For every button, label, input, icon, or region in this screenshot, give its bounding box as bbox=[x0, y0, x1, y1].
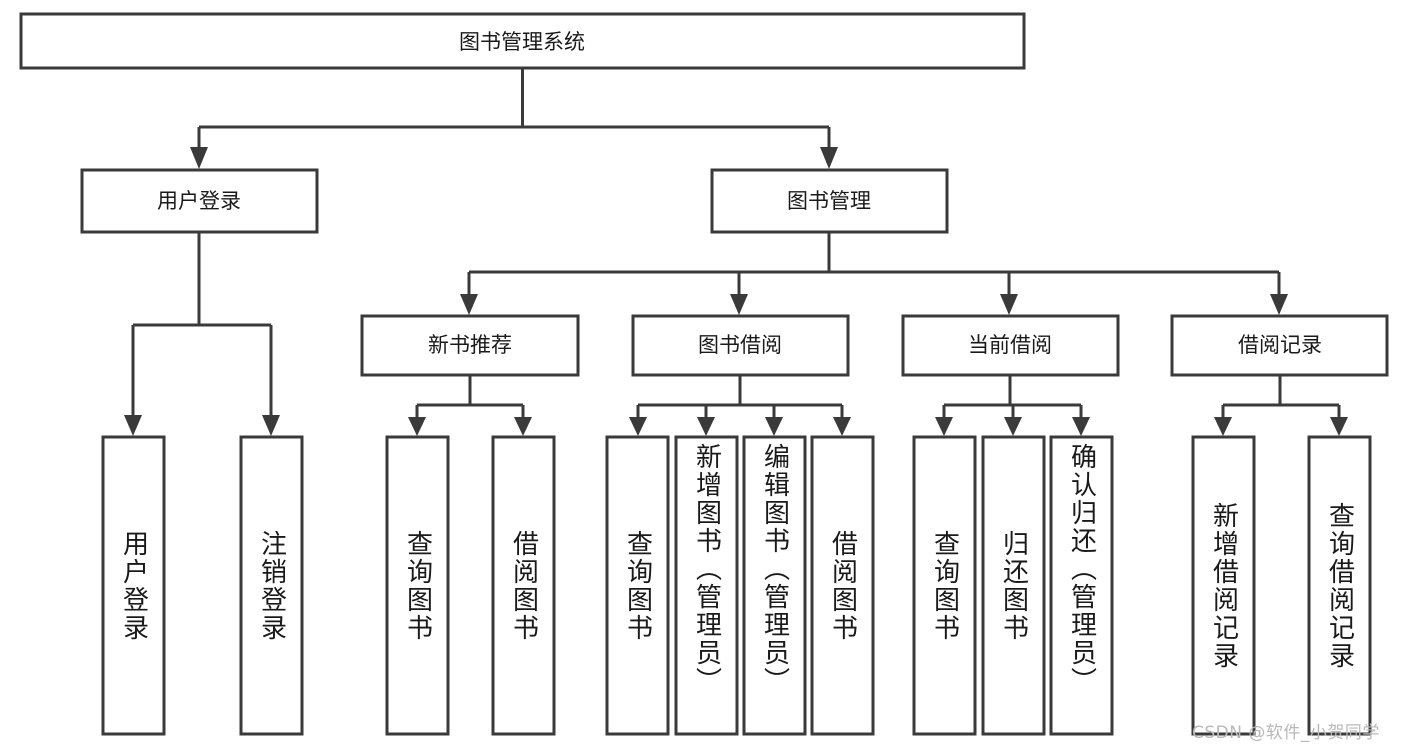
arrow-head-new-book-recommend bbox=[460, 294, 478, 315]
connector-group-book-mgmt-to-level3 bbox=[460, 232, 1288, 315]
connector-group-book-borrow-to-leaves bbox=[629, 375, 851, 436]
arrow-head-leaf-query-book-1 bbox=[408, 417, 426, 436]
arrow-head-current-borrow bbox=[1000, 294, 1018, 315]
leaf-group-borrow-record bbox=[1191, 435, 1372, 736]
connector-group-current-borrow-to-leaves bbox=[935, 375, 1090, 436]
node-box-user-login[interactable] bbox=[80, 168, 319, 234]
leaf-box-user-login[interactable] bbox=[101, 435, 166, 736]
connector-group-new-book-to-leaves bbox=[408, 375, 532, 436]
arrow-head-leaf-return-book bbox=[1004, 417, 1022, 436]
node-box-book-borrow[interactable] bbox=[631, 314, 850, 377]
arrow-head-leaf-query-record bbox=[1330, 417, 1348, 436]
leaf-group-current-borrow bbox=[912, 435, 1114, 736]
arrow-head-leaf-add-book bbox=[697, 417, 715, 436]
node-new-book-recommend[interactable]: 新书推荐 bbox=[360, 314, 580, 377]
node-label-new-book-recommend: 新书推荐 bbox=[428, 333, 512, 357]
node-borrow-record[interactable]: 借阅记录 bbox=[1170, 314, 1389, 377]
node-book-borrow[interactable]: 图书借阅 bbox=[631, 314, 850, 377]
node-label-book-management: 图书管理 bbox=[787, 189, 871, 213]
node-label-root: 图书管理系统 bbox=[459, 30, 585, 54]
arrow-head-leaf-query-book-2 bbox=[629, 417, 647, 436]
leaf-box-logout[interactable] bbox=[239, 435, 304, 736]
arrow-head-leaf-query-book-3 bbox=[935, 417, 953, 436]
arrow-head-leaf-borrow-book-2 bbox=[833, 417, 851, 436]
arrow-head-leaf-confirm-return bbox=[1072, 417, 1090, 436]
arrow-head-book-borrow bbox=[730, 294, 748, 315]
leaf-group-user-login bbox=[101, 435, 304, 736]
connector-group-borrow-record-to-leaves bbox=[1214, 375, 1348, 436]
node-box-book-management[interactable] bbox=[710, 168, 949, 234]
leaf-box-query-book-1[interactable] bbox=[385, 435, 450, 736]
leaf-group-book-borrow bbox=[605, 435, 875, 736]
node-current-borrow[interactable]: 当前借阅 bbox=[901, 314, 1120, 377]
leaf-box-add-record[interactable] bbox=[1191, 435, 1256, 736]
arrow-head-leaf-add-record bbox=[1214, 417, 1232, 436]
arrow-head-user-login bbox=[190, 147, 208, 169]
arrow-head-borrow-record bbox=[1270, 294, 1288, 315]
leaf-box-add-book[interactable] bbox=[674, 435, 739, 736]
node-box-root[interactable] bbox=[19, 12, 1026, 70]
node-label-book-borrow: 图书借阅 bbox=[698, 333, 782, 357]
node-book-management[interactable]: 图书管理 bbox=[710, 168, 949, 234]
node-box-borrow-record[interactable] bbox=[1170, 314, 1389, 377]
leaf-box-query-book-2[interactable] bbox=[605, 435, 670, 736]
leaf-box-confirm-return[interactable] bbox=[1049, 435, 1114, 736]
csdn-watermark: CSDN @软件_小贺同学 bbox=[1192, 723, 1380, 743]
arrow-head-leaf-logout bbox=[262, 415, 280, 436]
node-label-borrow-record: 借阅记录 bbox=[1238, 333, 1322, 357]
leaf-group-new-book-recommend bbox=[385, 435, 556, 736]
leaf-box-edit-book[interactable] bbox=[742, 435, 807, 736]
connector-group-user-login-to-leaves bbox=[124, 232, 280, 436]
leaf-box-return-book[interactable] bbox=[981, 435, 1046, 736]
connector-group-root-to-level2 bbox=[190, 68, 838, 169]
arrow-head-book-mgmt bbox=[820, 147, 838, 169]
node-label-user-login: 用户登录 bbox=[157, 189, 241, 213]
node-box-current-borrow[interactable] bbox=[901, 314, 1120, 377]
leaf-box-borrow-book-1[interactable] bbox=[491, 435, 556, 736]
node-root-system[interactable]: 图书管理系统 bbox=[19, 12, 1026, 70]
node-label-current-borrow: 当前借阅 bbox=[968, 333, 1052, 357]
node-user-login[interactable]: 用户登录 bbox=[80, 168, 319, 234]
arrow-head-leaf-user-login bbox=[124, 415, 142, 436]
arrow-head-leaf-edit-book bbox=[765, 417, 783, 436]
node-box-new-book-recommend[interactable] bbox=[360, 314, 580, 377]
leaf-box-borrow-book-2[interactable] bbox=[810, 435, 875, 736]
arrow-head-leaf-borrow-book-1 bbox=[514, 417, 532, 436]
leaf-box-query-record[interactable] bbox=[1307, 435, 1372, 736]
leaf-box-query-book-3[interactable] bbox=[912, 435, 977, 736]
